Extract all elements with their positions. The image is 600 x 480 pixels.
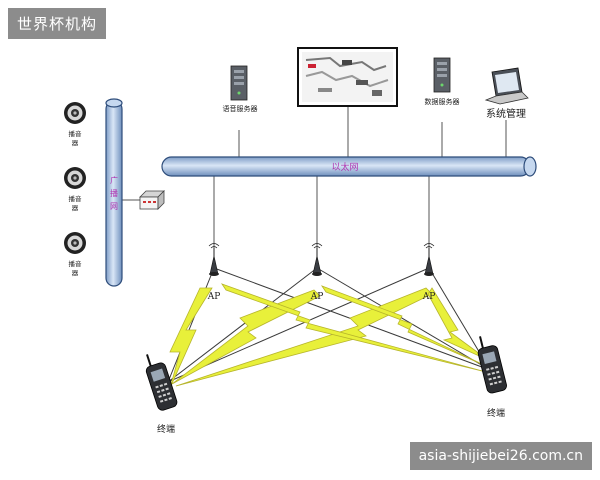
ap-uplinks [118, 106, 507, 258]
antenna-icon [311, 243, 323, 276]
voice-server-label: 语音服务器 [223, 104, 258, 113]
terminal-right-icon [477, 336, 507, 394]
terminal-label-right: 终端 [487, 407, 505, 419]
lightning-bolt [220, 283, 487, 373]
speaker-icon [64, 167, 86, 189]
speaker-label-1a: 播音 [69, 129, 83, 138]
speakers [64, 102, 86, 254]
data-server-icon [433, 57, 451, 93]
speaker-label-3b: 器 [72, 269, 79, 277]
ap-label-3: AP [422, 292, 436, 302]
lightning-bolt [427, 287, 489, 361]
display-monitor-icon [297, 47, 398, 107]
terminal-label-left: 终端 [157, 423, 175, 435]
access-points [208, 243, 435, 276]
system-management-label: 系统管理 [486, 107, 526, 120]
broadcast-bus [105, 98, 123, 287]
wireless-links [167, 267, 491, 383]
broadcast-bus-label-2: 播 [110, 188, 118, 198]
brand-watermark: 世界杯机构 [8, 8, 107, 39]
data-server-label: 数据服务器 [425, 97, 460, 106]
lightning-bolt [171, 289, 321, 385]
speaker-icon [64, 232, 86, 254]
antenna-icon [423, 243, 435, 276]
lightning-bolt [169, 287, 213, 389]
switch-icon [139, 190, 165, 210]
speaker-label-3a: 播音 [69, 259, 83, 268]
lightning-bolt [320, 285, 487, 367]
laptop-icon [484, 67, 529, 105]
antenna-icon [208, 243, 220, 276]
ap-label-2: AP [310, 292, 324, 302]
lightning-bolts [169, 283, 489, 389]
broadcast-bus-label-1: 广 [110, 175, 118, 185]
speaker-label-2a: 播音 [69, 194, 83, 203]
broadcast-bus-label-3: 网 [110, 202, 118, 211]
ap-label-1: AP [207, 292, 221, 302]
speaker-label-2b: 器 [72, 204, 79, 212]
backbone-label: 以太网 [331, 161, 358, 173]
lightning-bolt [175, 287, 433, 387]
voice-server-icon [230, 65, 248, 101]
site-url-watermark: asia-shijiebei26.com.cn [409, 442, 592, 470]
terminal-left-icon [145, 354, 178, 411]
speaker-label-1b: 器 [72, 139, 79, 147]
speaker-icon [64, 102, 86, 124]
ethernet-backbone [161, 156, 537, 177]
